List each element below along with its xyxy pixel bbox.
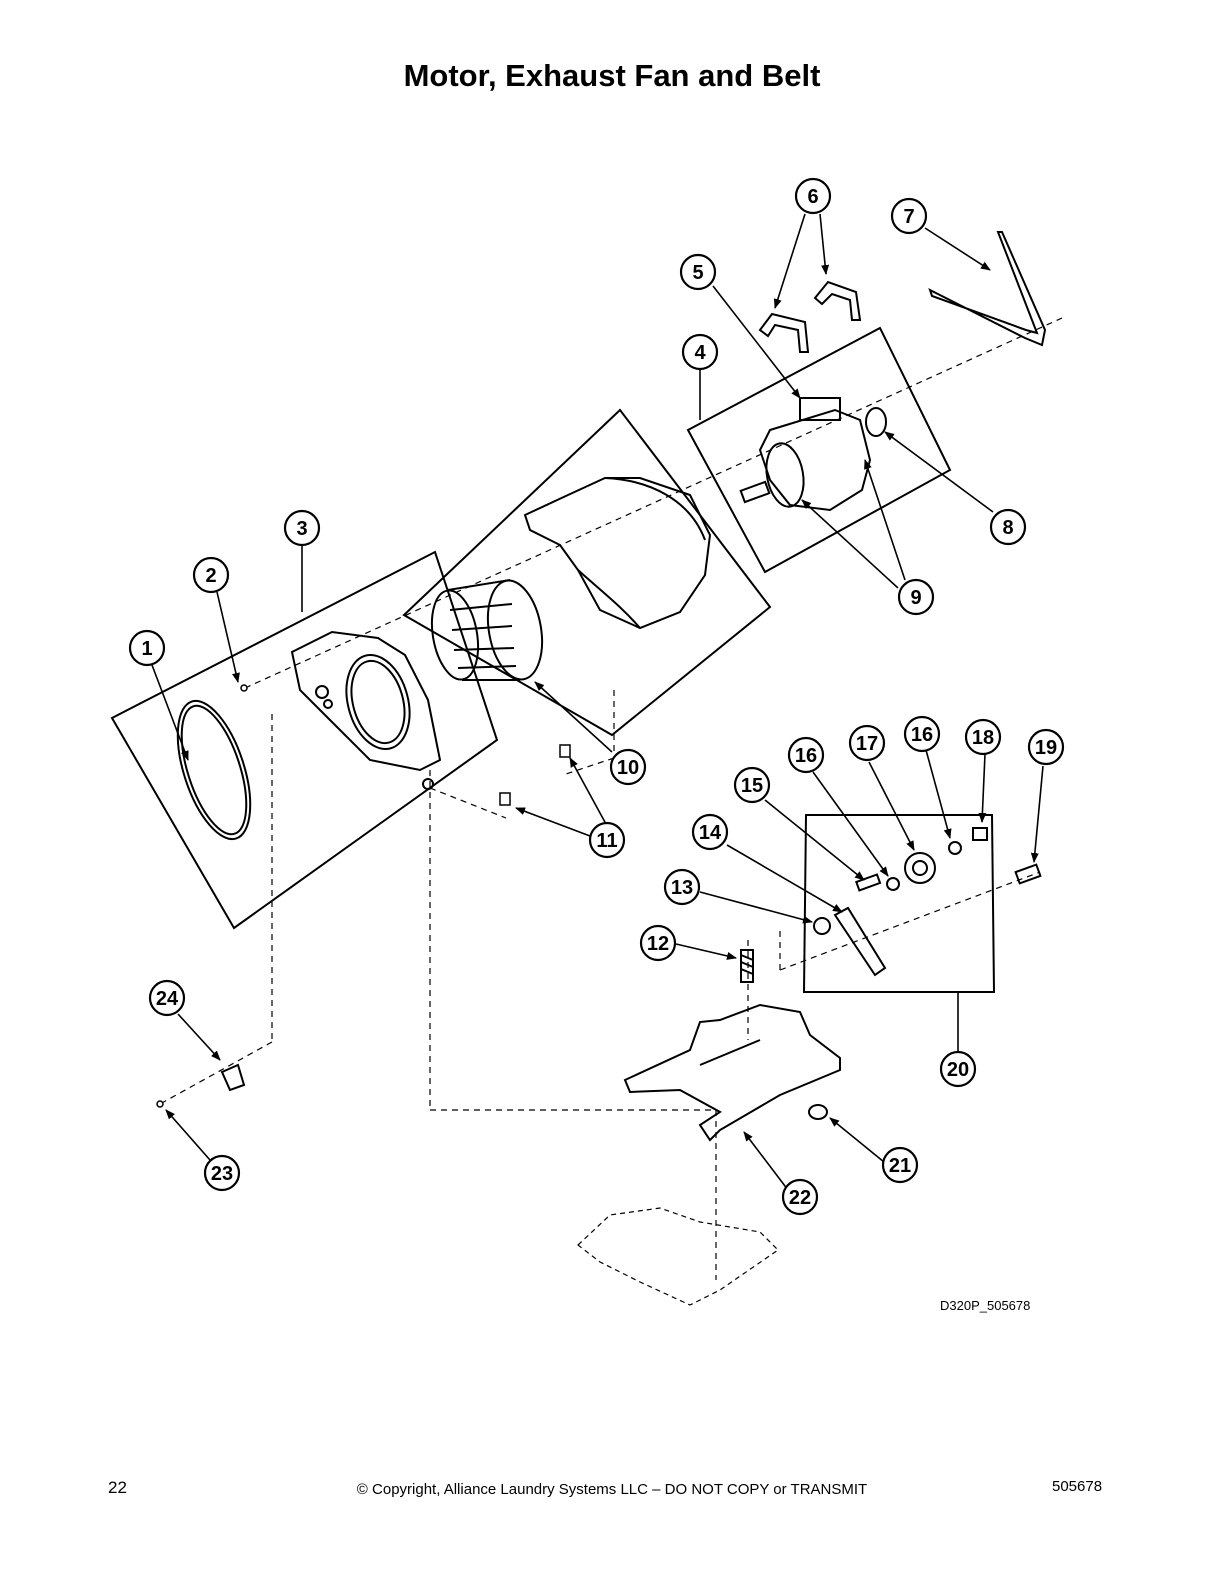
svg-text:2: 2 xyxy=(205,565,216,587)
callout-23: 23 xyxy=(203,1154,241,1192)
washer-part-16-top xyxy=(948,841,962,855)
ring-part-1 xyxy=(176,699,252,841)
svg-text:12: 12 xyxy=(647,933,669,955)
svg-text:23: 23 xyxy=(211,1163,233,1185)
clip-part-18 xyxy=(972,827,988,841)
svg-text:24: 24 xyxy=(156,988,179,1010)
document-number: 505678 xyxy=(1052,1478,1103,1495)
callout-21: 21 xyxy=(881,1146,919,1184)
svg-text:13: 13 xyxy=(671,877,693,899)
blower-housing-box xyxy=(110,550,499,930)
copyright-notice: © Copyright, Alliance Laundry Systems LL… xyxy=(356,1481,868,1498)
cabinet-outline xyxy=(577,1207,779,1306)
pulley-part-17 xyxy=(904,852,936,884)
idler-parts xyxy=(813,827,1042,977)
callout-11: 11 xyxy=(588,821,626,859)
svg-text:9: 9 xyxy=(910,587,921,609)
drawing-code: D320P_505678 xyxy=(940,1298,1031,1313)
svg-text:8: 8 xyxy=(1002,517,1013,539)
idler-assembly-box xyxy=(802,814,996,993)
svg-text:17: 17 xyxy=(856,733,878,755)
callout-14: 14 xyxy=(691,813,729,851)
callout-19: 19 xyxy=(1027,728,1065,766)
callout-16b: 16 xyxy=(903,715,941,753)
shaft-part-15 xyxy=(855,873,882,892)
svg-text:16: 16 xyxy=(795,745,817,767)
belt-part-7 xyxy=(928,231,1047,347)
svg-text:6: 6 xyxy=(807,186,818,208)
callout-20: 20 xyxy=(939,1050,977,1088)
svg-text:1: 1 xyxy=(141,638,152,660)
callout-5: 5 xyxy=(679,253,717,291)
callout-7: 7 xyxy=(890,197,928,235)
callout-4: 4 xyxy=(681,333,719,371)
callout-18: 18 xyxy=(964,718,1002,756)
bushing-part-13 xyxy=(813,917,831,935)
callout-10: 10 xyxy=(609,748,647,786)
callout-17: 17 xyxy=(848,724,886,762)
callout-22: 22 xyxy=(781,1178,819,1216)
bolt-part-19 xyxy=(1014,863,1042,885)
callout-16a: 16 xyxy=(787,736,825,774)
svg-text:14: 14 xyxy=(699,822,722,844)
svg-text:22: 22 xyxy=(789,1187,811,1209)
page-title: Motor, Exhaust Fan and Belt xyxy=(403,58,821,93)
leader-lines xyxy=(151,213,1044,1191)
clip-part-6 xyxy=(758,280,862,353)
callout-3: 3 xyxy=(283,509,321,547)
bracket-part-14 xyxy=(833,906,887,977)
blower-housing-part-3 xyxy=(290,630,442,790)
callout-1: 1 xyxy=(128,629,166,667)
svg-text:11: 11 xyxy=(596,830,617,852)
callout-24: 24 xyxy=(148,979,186,1017)
switch-part-24 xyxy=(220,1063,246,1092)
callout-15: 15 xyxy=(733,766,771,804)
svg-text:15: 15 xyxy=(741,775,763,797)
fan-housing-box xyxy=(402,408,772,737)
callout-6: 6 xyxy=(794,177,832,215)
callout-13: 13 xyxy=(663,868,701,906)
spring-part-12 xyxy=(740,949,754,983)
svg-text:4: 4 xyxy=(694,342,706,364)
callout-12: 12 xyxy=(639,924,677,962)
bushing-part-21 xyxy=(808,1104,828,1120)
fan-housing xyxy=(523,477,712,630)
alignment-lines xyxy=(159,317,1063,1280)
svg-text:7: 7 xyxy=(903,206,914,228)
callout-2: 2 xyxy=(192,556,230,594)
svg-text:18: 18 xyxy=(972,727,994,749)
svg-text:19: 19 xyxy=(1035,737,1057,759)
svg-text:5: 5 xyxy=(692,262,703,284)
screw-part-23 xyxy=(156,1100,164,1108)
svg-text:21: 21 xyxy=(889,1155,911,1177)
motor-base-part-22 xyxy=(623,1003,841,1142)
motor-box xyxy=(686,326,952,574)
svg-text:20: 20 xyxy=(947,1059,969,1081)
group-boxes xyxy=(110,326,996,993)
svg-text:16: 16 xyxy=(911,724,933,746)
screw-part-2 xyxy=(240,684,248,692)
screw-part-11 xyxy=(499,744,571,806)
callout-9: 9 xyxy=(897,578,935,616)
callout-8: 8 xyxy=(989,508,1027,546)
svg-text:10: 10 xyxy=(617,757,639,779)
washer-part-16-bottom xyxy=(886,877,900,891)
motor-part-4 xyxy=(739,397,887,512)
fan-wheel-part-10 xyxy=(430,579,544,681)
page-number: 22 xyxy=(108,1478,127,1497)
svg-text:3: 3 xyxy=(296,518,307,540)
